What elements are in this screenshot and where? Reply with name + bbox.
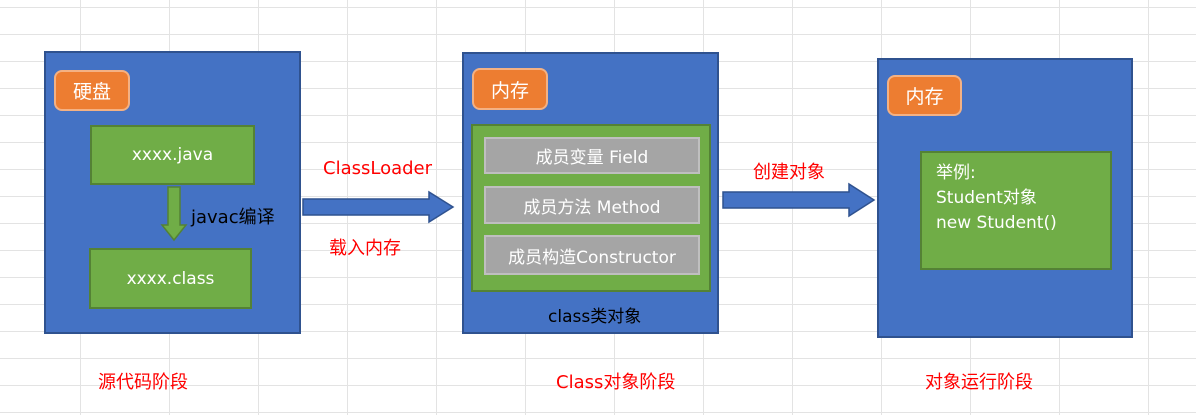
create-right-arrow xyxy=(722,182,876,218)
load-right-arrow xyxy=(302,190,455,224)
member-method-box: 成员方法 Method xyxy=(484,186,700,224)
stage-class-object-label: Class对象阶段 xyxy=(556,372,676,393)
stage-runtime-label: 对象运行阶段 xyxy=(925,372,1033,393)
memory-tag: 内存 xyxy=(472,68,548,110)
class-file-box: xxxx.class xyxy=(89,248,252,309)
java-source-box: xxxx.java xyxy=(90,125,255,185)
class-object-caption: class类对象 xyxy=(548,307,642,327)
member-constructor-box: 成员构造Constructor xyxy=(484,235,700,275)
disk-tag: 硬盘 xyxy=(54,70,130,111)
compile-label: javac编译 xyxy=(191,207,275,228)
example-box: 举例: Student对象 new Student() xyxy=(920,151,1112,270)
classloader-label: ClassLoader xyxy=(323,158,433,179)
example-line-2: Student对象 xyxy=(936,188,1037,208)
stage-source-label: 源代码阶段 xyxy=(98,372,188,393)
create-object-label: 创建对象 xyxy=(753,162,825,183)
member-field-box: 成员变量 Field xyxy=(484,137,700,174)
compile-down-arrow xyxy=(160,186,188,242)
load-memory-label: 载入内存 xyxy=(329,238,401,259)
example-line-3: new Student() xyxy=(936,213,1057,233)
runtime-tag: 内存 xyxy=(887,75,962,116)
example-line-1: 举例: xyxy=(936,163,976,183)
